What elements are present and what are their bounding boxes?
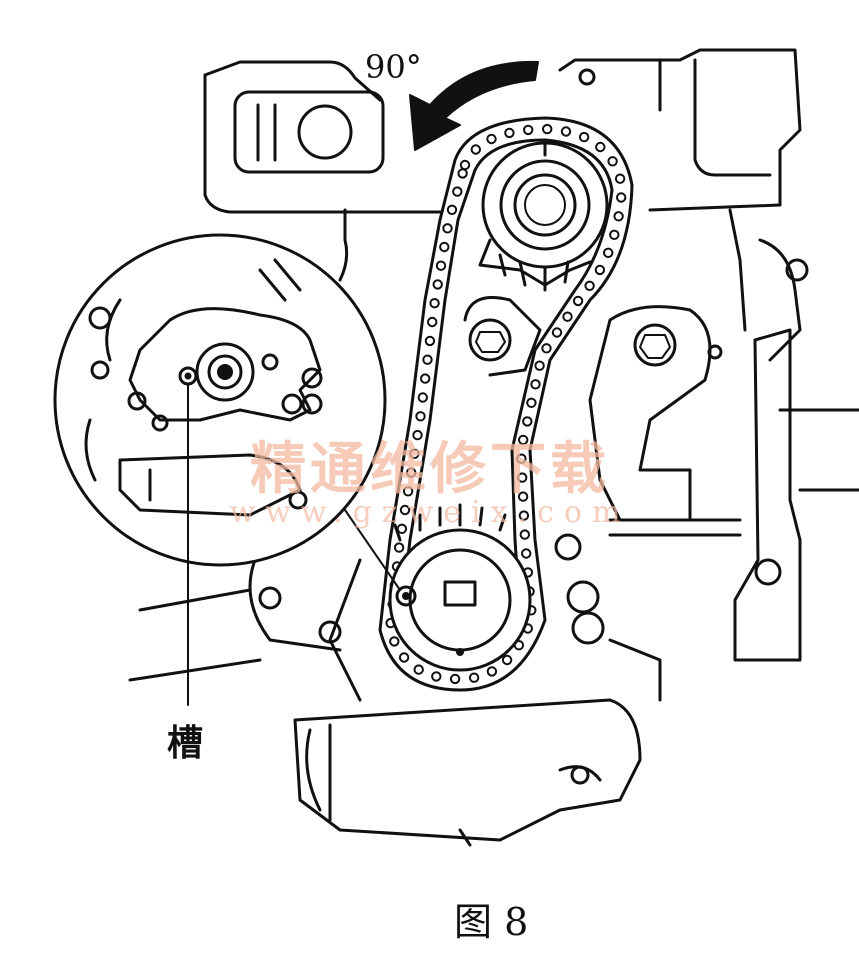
chain-link (435, 260, 447, 271)
chain-link (449, 673, 461, 685)
chain-link (393, 542, 405, 553)
chain-link (417, 392, 428, 403)
groove-label: 槽 (167, 722, 203, 764)
chain-link (560, 126, 572, 137)
watermark-url: www.gzweix.com (230, 495, 631, 530)
chain-link (519, 529, 530, 540)
chain-link (452, 186, 463, 197)
chain-link (424, 335, 436, 347)
chain-link (486, 133, 497, 145)
center-bolt (463, 296, 542, 377)
housing-hole (578, 68, 596, 86)
chain-link (614, 173, 626, 184)
chain-link (422, 354, 433, 365)
chain-link (468, 672, 480, 683)
chain-link (413, 664, 424, 675)
chain-link (457, 168, 468, 179)
chain-link (541, 343, 552, 354)
chain-link (501, 654, 513, 666)
chain-link (439, 241, 450, 253)
upper-sprocket (478, 141, 609, 292)
chain-link (526, 397, 537, 408)
chain-link (522, 416, 533, 427)
chain-link (609, 229, 620, 241)
lower-sprocket (388, 503, 532, 672)
chain-link (504, 127, 515, 139)
chain-link (446, 204, 458, 216)
chain-link (523, 124, 534, 136)
chain-link (607, 156, 618, 167)
chain-link (521, 548, 532, 559)
chain-link (562, 311, 573, 322)
chain-link (427, 316, 438, 328)
chain-link (431, 671, 442, 682)
chain-link (459, 159, 471, 171)
chain-link (470, 144, 481, 155)
lower-housing (128, 558, 662, 847)
chain-link (594, 264, 606, 276)
chain-link (406, 467, 417, 478)
chain-link (420, 373, 431, 384)
idler-bosses (554, 533, 605, 645)
watermark: 精通维修下载 www.gzweix.com (230, 436, 631, 530)
chain-link (584, 280, 595, 291)
chain-link (572, 295, 584, 307)
chain-link (389, 636, 400, 647)
chain-link (442, 223, 453, 234)
rotation-angle-label: 90° (365, 48, 422, 86)
chain-link (398, 652, 410, 663)
chain-link (542, 123, 553, 135)
rotation-arrow-icon (409, 60, 539, 151)
chain-link (616, 192, 627, 203)
chain-link (530, 379, 541, 390)
chain-link (516, 453, 527, 464)
chain-link (578, 131, 590, 143)
detail-circle (53, 233, 401, 591)
chain-link (613, 211, 624, 222)
watermark-title: 精通维修下载 (250, 436, 610, 502)
chain-link (517, 491, 529, 502)
chain-guide-right (588, 305, 723, 522)
chain-link (429, 298, 440, 309)
chain-link (402, 486, 414, 497)
chain-link (409, 448, 420, 459)
chain-link (486, 666, 498, 677)
chain-link (432, 279, 443, 290)
engine-housing (203, 48, 802, 362)
chain-link (517, 472, 528, 483)
chain-link (399, 504, 411, 516)
chain-link (518, 434, 529, 446)
chain-link (603, 247, 614, 259)
chain-link (551, 327, 563, 338)
chain-link (415, 411, 426, 422)
chain-link (518, 510, 530, 521)
housing-hole (785, 258, 809, 282)
figure-caption: 图 8 (454, 900, 528, 944)
chain-link (595, 141, 606, 153)
chain-link (412, 429, 423, 441)
chain-link (534, 360, 545, 371)
upper-left-mount (233, 90, 385, 174)
